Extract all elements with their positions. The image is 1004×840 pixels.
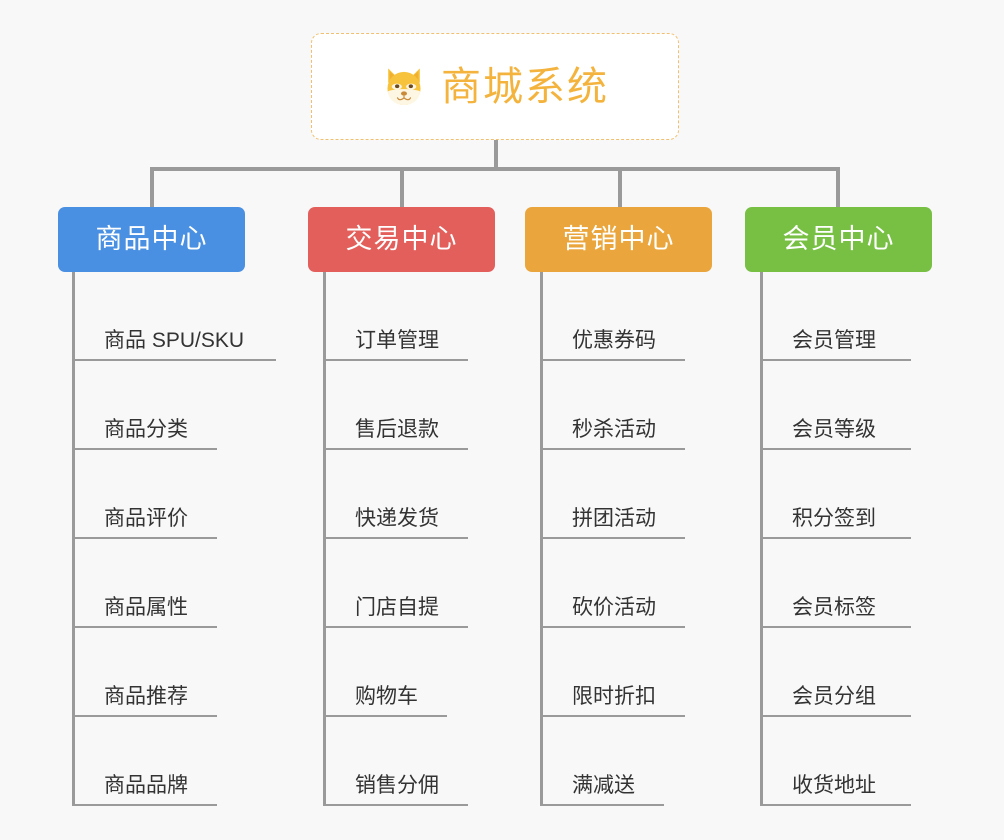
list-item-label: 砍价活动 <box>572 596 656 619</box>
list-item[interactable]: 优惠券码 <box>540 272 685 361</box>
list-item[interactable]: 商品品牌 <box>72 717 217 806</box>
connector-drop-2 <box>400 167 404 209</box>
leaf-underline <box>540 359 685 361</box>
branch-header-会员中心[interactable]: 会员中心 <box>745 207 932 272</box>
shiba-dog-face-icon <box>387 67 421 105</box>
leaf-underline <box>323 804 468 806</box>
list-item-label: 满减送 <box>572 774 635 797</box>
list-item[interactable]: 砍价活动 <box>540 539 685 628</box>
branch-header-label: 交易中心 <box>345 224 458 254</box>
connector-drop-4 <box>836 167 840 209</box>
connector-drop-3 <box>618 167 622 209</box>
leaf-underline <box>323 359 468 361</box>
list-item-label: 秒杀活动 <box>572 418 656 441</box>
list-item[interactable]: 会员分组 <box>760 628 911 717</box>
branch-spine <box>540 272 543 806</box>
branch-header-营销中心[interactable]: 营销中心 <box>525 207 712 272</box>
root-title: 商城系统 <box>441 64 609 109</box>
leaf-underline <box>72 804 217 806</box>
leaf-underline <box>72 537 217 539</box>
list-item-label: 会员分组 <box>792 685 876 708</box>
leaf-underline <box>540 804 664 806</box>
leaf-underline <box>323 537 468 539</box>
list-item-label: 会员管理 <box>792 329 876 352</box>
leaf-underline <box>323 626 468 628</box>
list-item-label: 限时折扣 <box>572 685 656 708</box>
list-item[interactable]: 商品推荐 <box>72 628 217 717</box>
list-item[interactable]: 限时折扣 <box>540 628 685 717</box>
list-item[interactable]: 商品属性 <box>72 539 217 628</box>
leaf-underline <box>760 448 911 450</box>
list-item-label: 快递发货 <box>355 507 439 530</box>
list-item-label: 会员标签 <box>792 596 876 619</box>
list-item[interactable]: 收货地址 <box>760 717 911 806</box>
branch-header-交易中心[interactable]: 交易中心 <box>308 207 495 272</box>
list-item-label: 门店自提 <box>355 596 439 619</box>
list-item[interactable]: 会员等级 <box>760 361 911 450</box>
connector-root-stem <box>494 140 498 169</box>
list-item[interactable]: 售后退款 <box>323 361 468 450</box>
leaf-underline <box>540 448 685 450</box>
list-item-label: 售后退款 <box>355 418 439 441</box>
leaf-underline <box>540 537 685 539</box>
leaf-underline <box>323 448 468 450</box>
connector-horizontal-bus <box>150 167 840 171</box>
leaf-underline <box>72 626 217 628</box>
list-item-label: 拼团活动 <box>572 507 656 530</box>
leaf-underline <box>760 626 911 628</box>
list-item-label: 会员等级 <box>792 418 876 441</box>
leaf-underline <box>540 626 685 628</box>
list-item[interactable]: 销售分佣 <box>323 717 468 806</box>
leaf-underline <box>760 359 911 361</box>
list-item[interactable]: 秒杀活动 <box>540 361 685 450</box>
list-item-label: 商品评价 <box>104 507 188 530</box>
leaf-underline <box>760 537 911 539</box>
list-item-label: 销售分佣 <box>355 774 439 797</box>
list-item[interactable]: 会员管理 <box>760 272 911 361</box>
leaf-underline <box>72 359 276 361</box>
branch-header-label: 商品中心 <box>95 224 208 254</box>
list-item[interactable]: 会员标签 <box>760 539 911 628</box>
list-item-label: 商品分类 <box>104 418 188 441</box>
leaf-underline <box>540 715 685 717</box>
branch-header-label: 会员中心 <box>782 224 895 254</box>
list-item-label: 商品 SPU/SKU <box>104 329 245 352</box>
list-item[interactable]: 拼团活动 <box>540 450 685 539</box>
list-item[interactable]: 商品 SPU/SKU <box>72 272 276 361</box>
branch-spine <box>323 272 326 806</box>
list-item-label: 购物车 <box>355 685 418 708</box>
connector-drop-1 <box>150 167 154 209</box>
list-item-label: 积分签到 <box>792 507 876 530</box>
branch-spine <box>72 272 75 806</box>
list-item-label: 商品品牌 <box>104 774 188 797</box>
leaf-underline <box>323 715 447 717</box>
list-item-label: 商品推荐 <box>104 685 188 708</box>
root-node[interactable]: 商城系统 <box>311 33 679 140</box>
list-item[interactable]: 购物车 <box>323 628 447 717</box>
leaf-underline <box>760 715 911 717</box>
list-item[interactable]: 快递发货 <box>323 450 468 539</box>
list-item[interactable]: 订单管理 <box>323 272 468 361</box>
list-item[interactable]: 商品评价 <box>72 450 217 539</box>
list-item-label: 商品属性 <box>104 596 188 619</box>
list-item[interactable]: 满减送 <box>540 717 664 806</box>
leaf-underline <box>72 715 217 717</box>
list-item[interactable]: 积分签到 <box>760 450 911 539</box>
branch-spine <box>760 272 763 806</box>
list-item[interactable]: 门店自提 <box>323 539 468 628</box>
list-item[interactable]: 商品分类 <box>72 361 217 450</box>
branch-header-label: 营销中心 <box>562 224 675 254</box>
branch-header-商品中心[interactable]: 商品中心 <box>58 207 245 272</box>
leaf-underline <box>72 448 217 450</box>
list-item-label: 优惠券码 <box>572 329 656 352</box>
leaf-underline <box>760 804 911 806</box>
list-item-label: 收货地址 <box>792 774 876 797</box>
list-item-label: 订单管理 <box>355 329 439 352</box>
